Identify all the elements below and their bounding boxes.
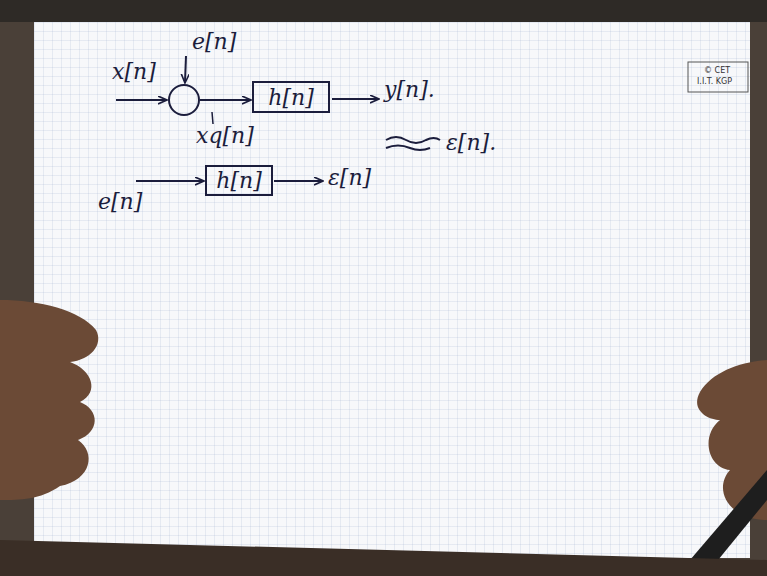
- signal-name: e[n]: [192, 30, 236, 54]
- filter-box: h[n]: [252, 81, 330, 113]
- signal-name: x[n]: [112, 60, 156, 84]
- signal-name: xq[n]: [196, 124, 254, 148]
- filter-label: h[n]: [216, 168, 262, 193]
- paper-sheet: [34, 22, 750, 558]
- signal-name: ε[n]: [328, 166, 371, 190]
- signal-name: y[n].: [384, 78, 435, 102]
- filter-box: h[n]: [205, 165, 273, 196]
- filter-label: h[n]: [268, 85, 314, 110]
- signal-name: e[n]: [98, 190, 142, 214]
- top-band: [0, 0, 767, 22]
- watermark: © CET: [704, 66, 730, 75]
- signal-name: ε[n].: [446, 131, 496, 155]
- watermark: I.I.T. KGP: [697, 77, 732, 86]
